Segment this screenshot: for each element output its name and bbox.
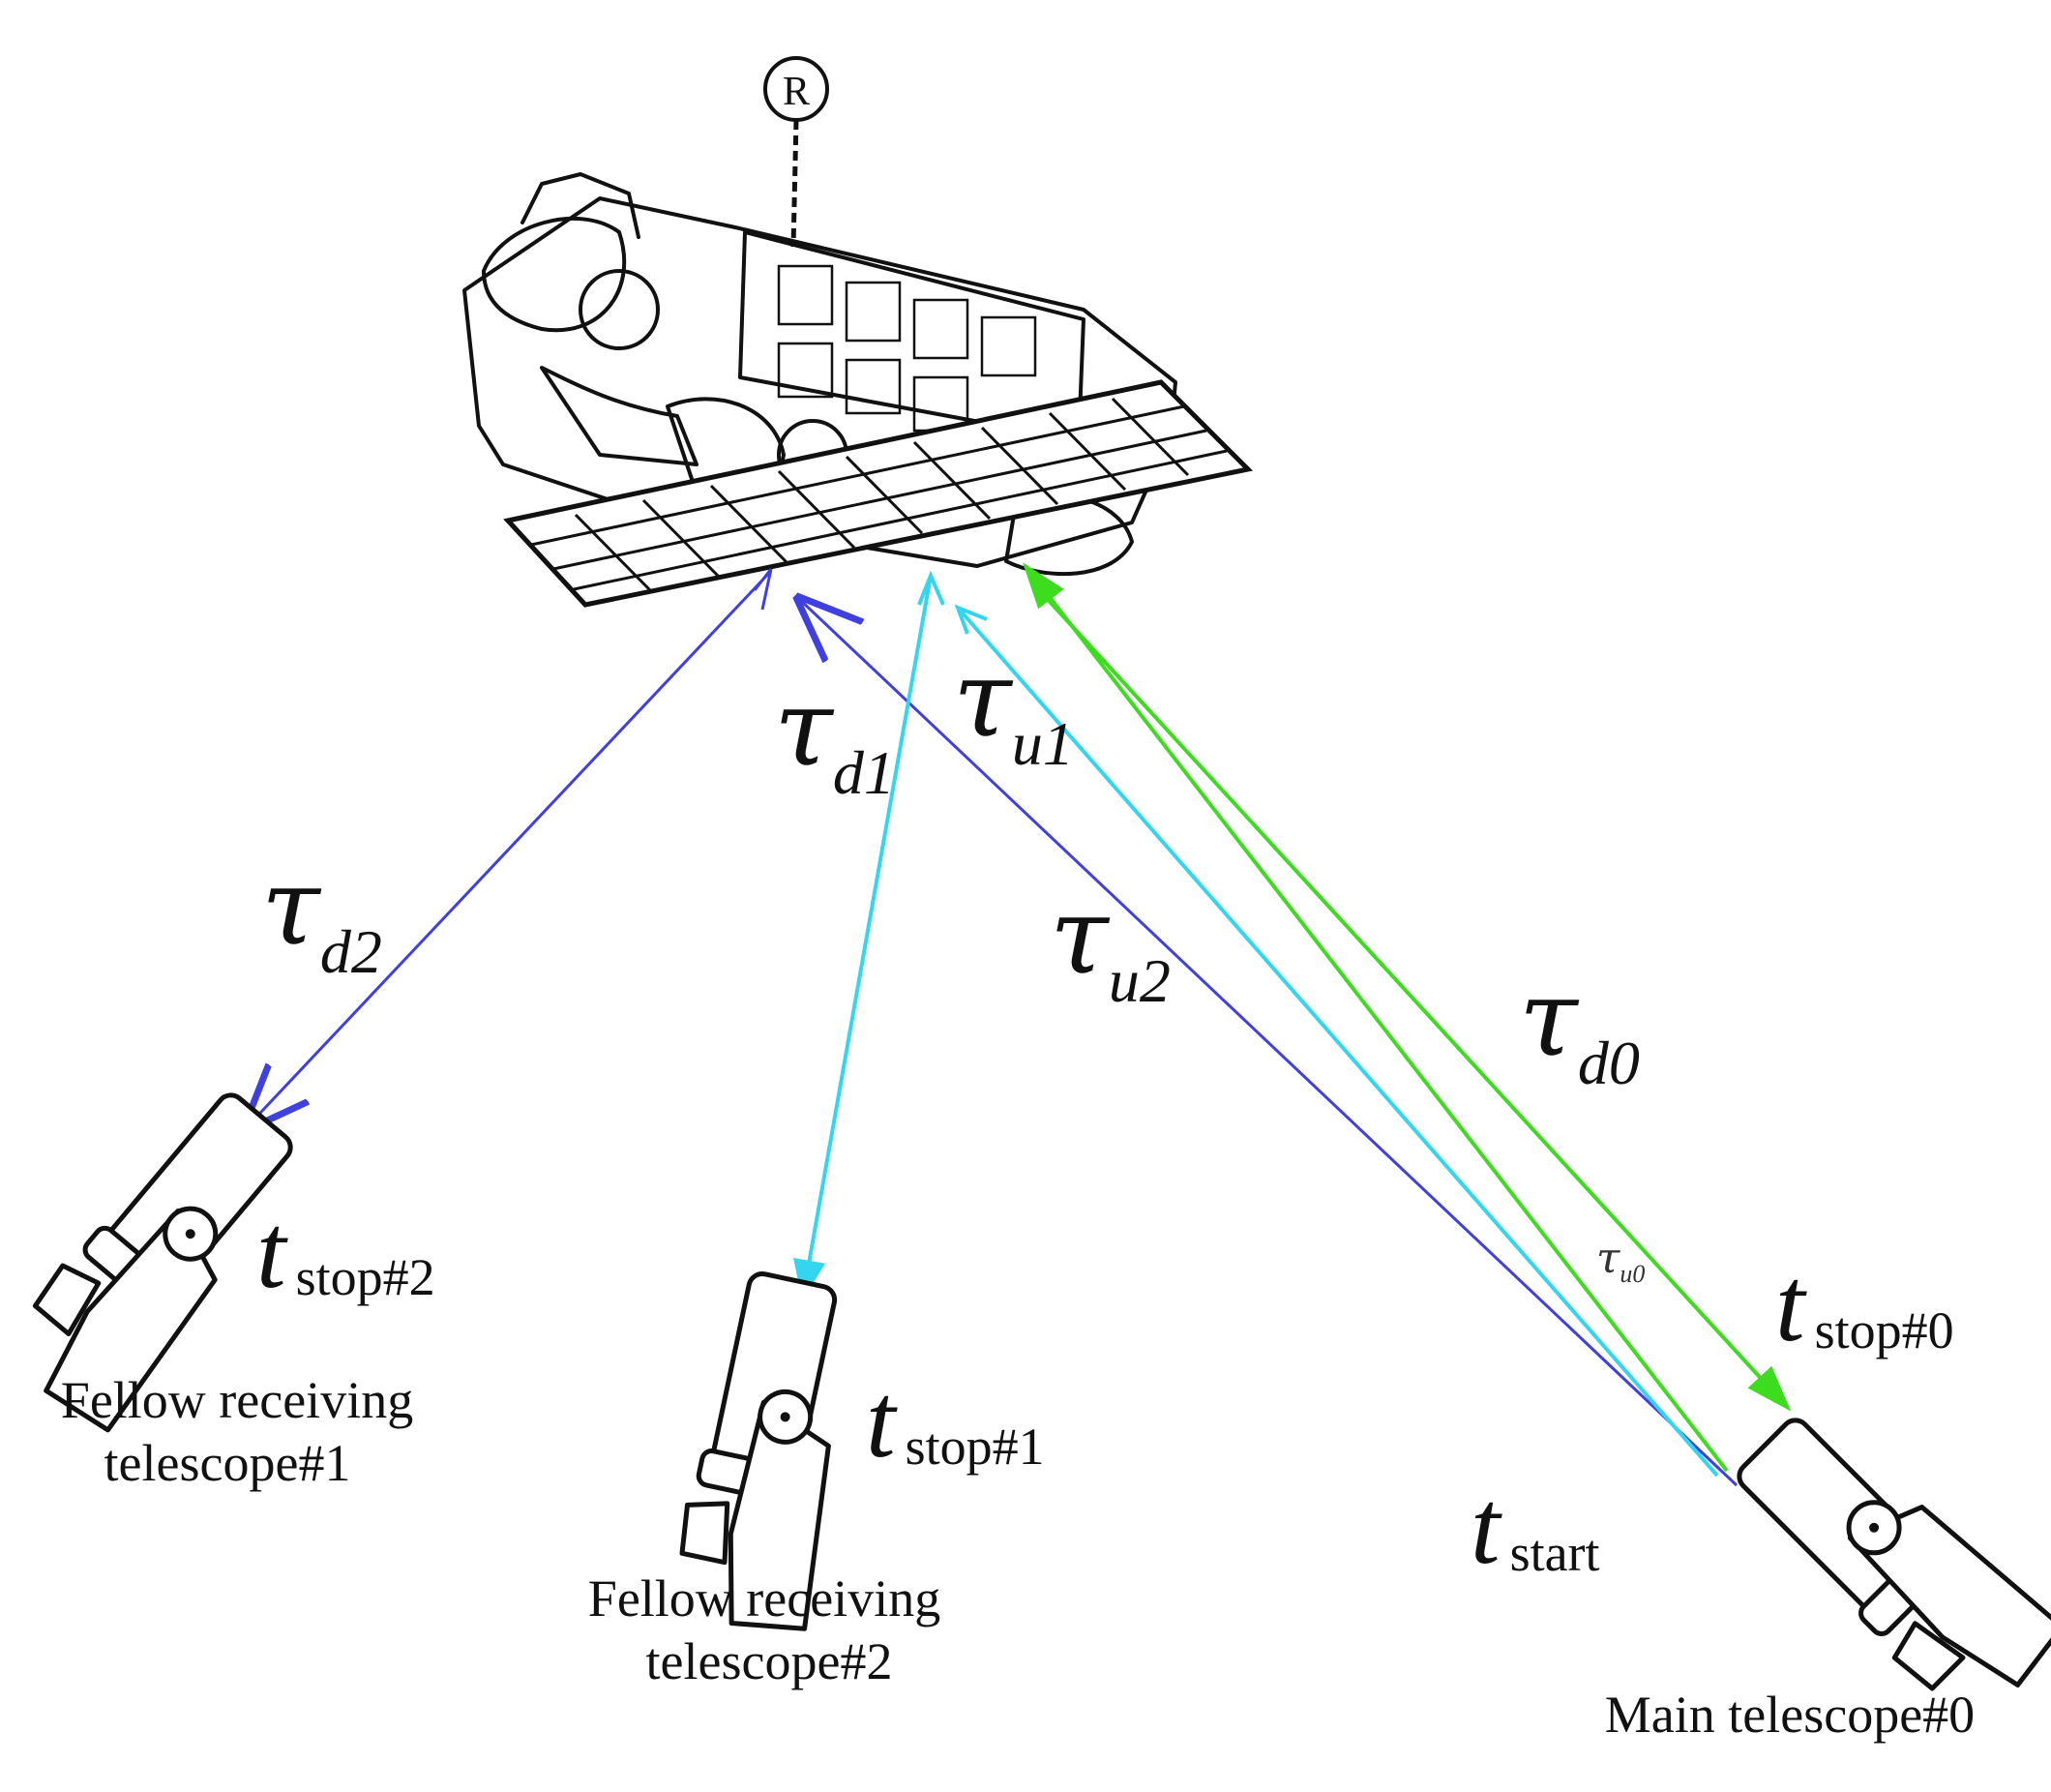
svg-text:τu1: τu1 [953, 637, 1074, 778]
link-d0 [1028, 579, 1792, 1412]
fellow-1-caption-line2: telescope#1 [104, 1434, 351, 1492]
satellite-icon: R [462, 56, 1254, 608]
link-u2 [800, 600, 1739, 1487]
label-tau-d2: τd2 [261, 845, 382, 986]
main-telescope-caption: Main telescope#0 [1605, 1686, 1975, 1744]
label-tau-u1: τu1 [953, 637, 1074, 778]
label-tau-u0: τu0 [1596, 1234, 1645, 1288]
beacon-label: R [783, 70, 810, 114]
main-telescope-icon [1724, 1388, 2051, 1733]
svg-text:τd2: τd2 [261, 845, 382, 986]
label-tau-d0: τd0 [1519, 956, 1640, 1097]
svg-text:τd0: τd0 [1519, 956, 1640, 1097]
svg-text:τu2: τu2 [1050, 874, 1171, 1015]
link-u0 [1023, 562, 1729, 1473]
label-tau-u2: τu2 [1050, 874, 1171, 1015]
fellow-2-caption-line2: telescope#2 [646, 1632, 893, 1690]
link-u1 [954, 604, 1719, 1478]
svg-text:τu0: τu0 [1596, 1234, 1645, 1288]
svg-text:τd1: τd1 [774, 666, 895, 807]
link-d1 [793, 570, 945, 1301]
label-tau-d1: τd1 [774, 666, 895, 807]
link-d2 [247, 568, 773, 1127]
fellow-2-caption-line1: Fellow receiving [588, 1569, 940, 1628]
fellow-1-caption-line1: Fellow receiving [61, 1371, 413, 1429]
